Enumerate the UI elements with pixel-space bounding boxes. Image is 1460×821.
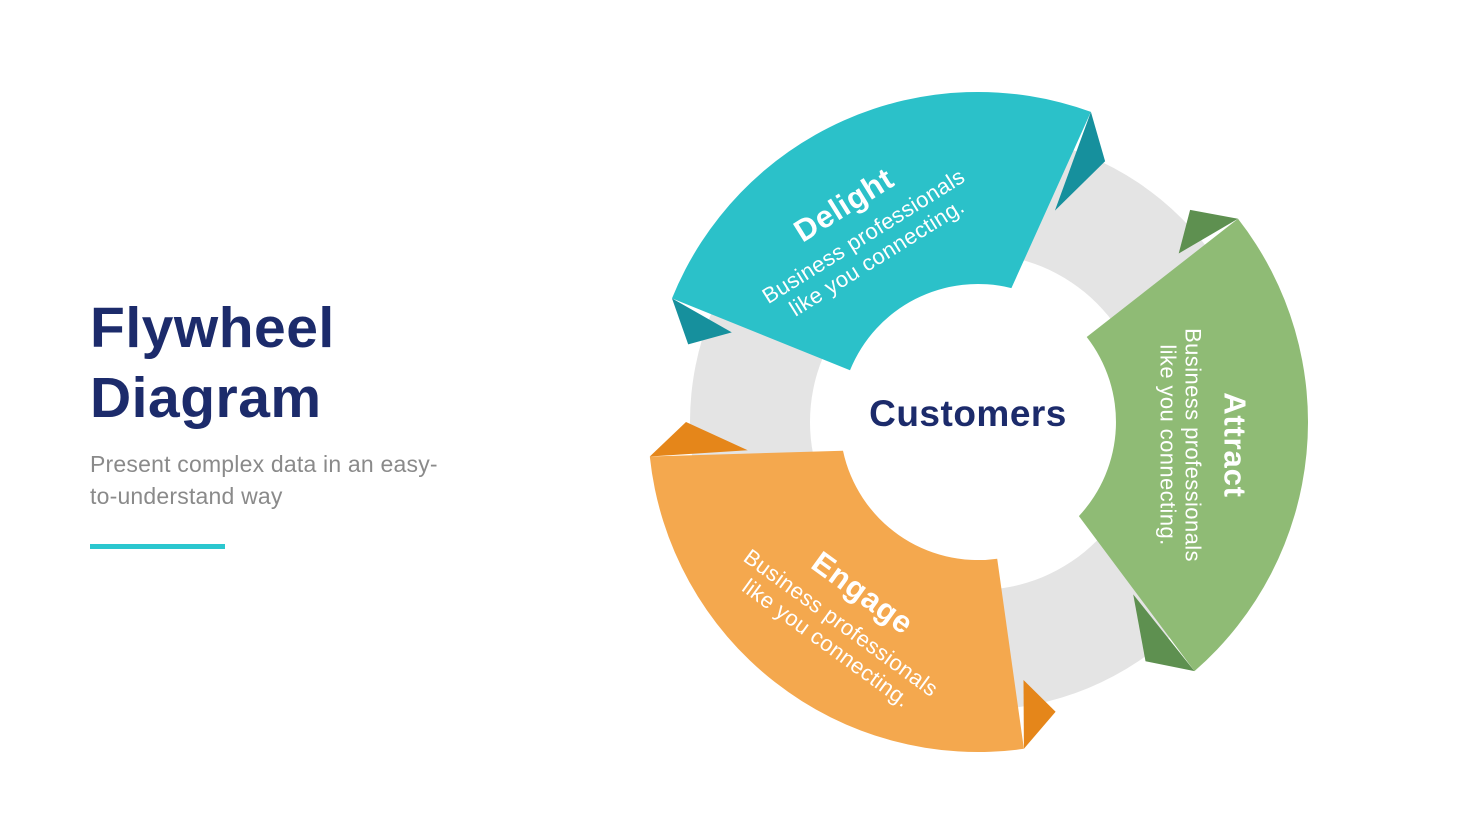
page-title-line2: Diagram xyxy=(90,365,322,430)
page-subtitle-line1: Present complex data in an easy- xyxy=(90,451,438,478)
title-panel: Flywheel Diagram Present complex data in… xyxy=(90,294,520,549)
segment-engage-head-fold xyxy=(649,422,748,457)
segment-attract-head-fold xyxy=(1133,594,1195,672)
segment-engage-body xyxy=(649,450,1024,753)
segment-delight-tail-fold xyxy=(672,298,732,345)
segment-engage-tail-fold xyxy=(1023,680,1056,749)
segment-delight-body xyxy=(672,91,1091,371)
accent-bar xyxy=(90,543,225,549)
segment-delight-head-fold xyxy=(1054,111,1106,211)
segment-attract-tail-fold xyxy=(1178,209,1238,254)
segment-attract-body xyxy=(1078,218,1309,672)
page-subtitle: Present complex data in an easy- to-unde… xyxy=(90,449,520,512)
page-title-line1: Flywheel xyxy=(90,296,335,360)
flywheel-center-label: Customers xyxy=(869,393,1067,434)
page-subtitle-line2: to-understand way xyxy=(90,482,283,509)
